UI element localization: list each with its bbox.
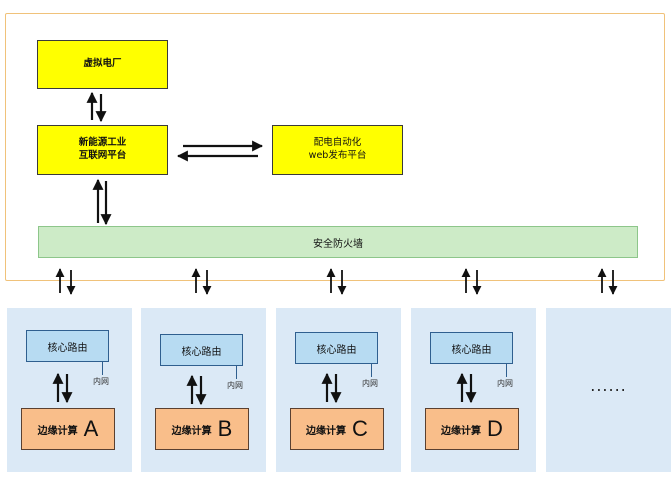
edge-node-more: ......	[546, 308, 671, 472]
firewall-bar: 安全防火墙	[38, 226, 638, 258]
distribution-platform-box: 配电自动化 web发布平台	[272, 125, 403, 175]
node-arrows	[321, 372, 342, 404]
edge-computing-letter: D	[487, 416, 503, 441]
core-router-label: 核心路由	[451, 344, 492, 356]
core-router-label: 核心路由	[47, 342, 88, 354]
edge-node-c: 核心路由 内网 边缘计算 C	[276, 308, 401, 472]
firewall-node-arrows	[55, 268, 618, 295]
edge-computing-letter: A	[83, 416, 99, 441]
lan-label: 内网	[93, 377, 109, 386]
node-arrows	[456, 372, 477, 404]
edge-computing-box: 边缘计算 C	[290, 408, 384, 450]
more-nodes-ellipsis: ......	[590, 376, 627, 395]
platform-arrows	[55, 91, 618, 295]
virtual-power-plant-box: 虚拟电厂	[37, 40, 168, 89]
iiot-platform-box: 新能源工业 互联网平台	[37, 125, 168, 175]
iiot-platform-label-line1: 新能源工业	[78, 137, 127, 149]
node-arrows	[52, 372, 73, 404]
distribution-platform-label-line1: 配电自动化	[313, 137, 362, 149]
platform-frame	[5, 13, 665, 281]
edge-computing-label: 边缘计算	[171, 425, 212, 437]
edge-node-d: 核心路由 内网 边缘计算 D	[411, 308, 536, 472]
core-router-label: 核心路由	[181, 346, 222, 358]
core-router-box: 核心路由	[160, 334, 243, 366]
core-router-box: 核心路由	[26, 330, 109, 362]
lan-connector	[236, 366, 237, 379]
virtual-power-plant-label: 虚拟电厂	[83, 58, 122, 70]
lan-label: 内网	[227, 381, 243, 390]
edge-computing-letter: C	[352, 416, 368, 441]
firewall-label: 安全防火墙	[313, 238, 363, 250]
lan-label: 内网	[362, 379, 378, 388]
edge-computing-box: 边缘计算 D	[425, 408, 519, 450]
edge-node-b: 核心路由 内网 边缘计算 B	[141, 308, 266, 472]
edge-computing-box: 边缘计算 A	[21, 408, 115, 450]
core-router-box: 核心路由	[295, 332, 378, 364]
edge-node-a: 核心路由 内网 边缘计算 A	[7, 308, 132, 472]
lan-label: 内网	[497, 379, 513, 388]
edge-computing-label: 边缘计算	[441, 425, 482, 437]
lan-connector	[371, 364, 372, 377]
edge-computing-label: 边缘计算	[37, 425, 78, 437]
lan-connector	[102, 362, 103, 375]
edge-computing-label: 边缘计算	[306, 425, 347, 437]
core-router-box: 核心路由	[430, 332, 513, 364]
iiot-platform-label-line2: 互联网平台	[78, 150, 127, 161]
lan-connector	[506, 364, 507, 377]
node-arrows	[186, 374, 207, 406]
core-router-label: 核心路由	[316, 344, 357, 356]
distribution-platform-label-line2: web发布平台	[308, 150, 367, 161]
edge-computing-box: 边缘计算 B	[155, 408, 249, 450]
edge-computing-letter: B	[217, 416, 233, 441]
